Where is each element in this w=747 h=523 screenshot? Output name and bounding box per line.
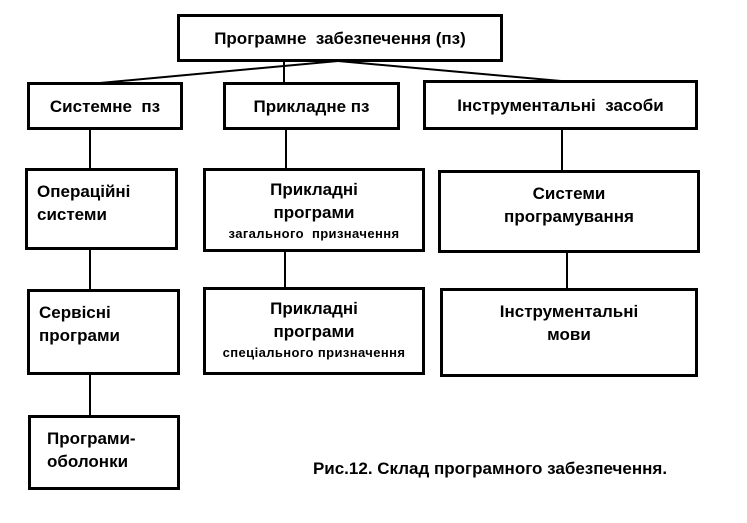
node-applied-programs-special: Прикладні програми спеціального призначе… bbox=[203, 287, 425, 375]
node-applied-programs-general: Прикладні програми загального призначенн… bbox=[203, 168, 425, 252]
node-instrumental-languages-label: Інструментальні мови bbox=[499, 302, 639, 344]
node-applied-software-label: Прикладне пз bbox=[253, 96, 370, 116]
node-programming-systems: Системи програмування bbox=[438, 170, 700, 253]
node-shell-programs: Програми- оболонки bbox=[28, 415, 180, 490]
node-software-root: Програмне забезпечення (пз) bbox=[177, 14, 503, 62]
node-applied-software: Прикладне пз bbox=[223, 82, 400, 130]
node-service-programs-label: Сервісні програми bbox=[39, 303, 120, 345]
node-service-programs: Сервісні програми bbox=[27, 289, 180, 375]
node-applied-programs-special-label: Прикладні програми bbox=[270, 299, 358, 341]
node-applied-programs-general-sublabel: загального призначення bbox=[228, 226, 400, 241]
node-instrumental-languages: Інструментальні мови bbox=[440, 288, 698, 377]
node-instrumental-tools: Інструментальні засоби bbox=[423, 80, 698, 130]
figure-caption: Рис.12. Склад програмного забезпечення. bbox=[312, 459, 668, 478]
node-programming-systems-label: Системи програмування bbox=[504, 184, 634, 226]
node-software-root-label: Програмне забезпечення (пз) bbox=[214, 28, 466, 48]
node-operating-systems-label: Операційні системи bbox=[37, 182, 131, 224]
node-instrumental-tools-label: Інструментальні засоби bbox=[457, 95, 664, 115]
node-system-software: Системне пз bbox=[27, 82, 183, 130]
node-applied-programs-special-sublabel: спеціального призначення bbox=[222, 345, 406, 360]
node-system-software-label: Системне пз bbox=[49, 96, 161, 116]
node-shell-programs-label: Програми- оболонки bbox=[47, 429, 136, 471]
node-operating-systems: Операційні системи bbox=[25, 168, 178, 250]
node-applied-programs-general-label: Прикладні програми bbox=[270, 180, 358, 222]
